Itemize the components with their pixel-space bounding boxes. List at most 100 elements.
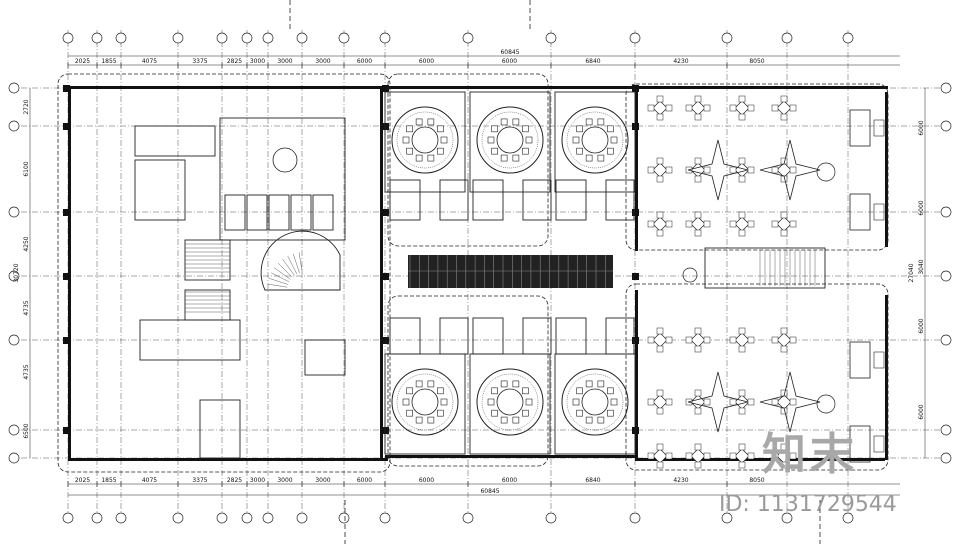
square-table <box>776 448 792 464</box>
column <box>63 427 70 434</box>
round-table-outline <box>561 106 629 174</box>
chair <box>747 166 755 174</box>
grid-bubble <box>296 32 308 44</box>
left-dim-label: 4735 <box>23 300 30 315</box>
grid-bubble <box>629 32 641 44</box>
top-dim-label: 6000 <box>419 58 434 65</box>
grid-bubble <box>842 512 854 524</box>
grid-bubble <box>781 512 793 524</box>
chair <box>665 166 673 174</box>
south-wall-left <box>68 458 388 461</box>
private-washroom <box>389 317 421 355</box>
chair <box>647 166 655 174</box>
column <box>63 123 70 130</box>
chair <box>738 211 746 219</box>
chair <box>415 416 423 424</box>
chair <box>738 157 746 165</box>
chair <box>656 157 664 165</box>
watermark-logo: 知末 <box>762 429 858 480</box>
grid-bubble <box>781 32 793 44</box>
chair <box>747 336 755 344</box>
grid-bubble <box>62 512 74 524</box>
chair <box>694 327 702 335</box>
square-table <box>652 332 668 348</box>
watermark-id: ID: 1131729544 <box>719 492 897 517</box>
chair <box>771 220 779 228</box>
grid-bubble <box>462 512 474 524</box>
grid-bubble <box>462 32 474 44</box>
bottom-dim-label: 6840 <box>585 477 600 484</box>
chair <box>656 327 664 335</box>
top-dim-label: 3375 <box>192 58 207 65</box>
round-table-pattern <box>566 373 624 431</box>
chair <box>647 220 655 228</box>
toilet-stall <box>268 194 290 231</box>
chair <box>694 389 702 397</box>
grid-bubble <box>940 206 952 218</box>
grid-bubble <box>241 512 253 524</box>
private-washroom <box>472 317 504 355</box>
round-table <box>496 126 524 154</box>
zone-private-north <box>387 73 549 247</box>
chair <box>440 398 448 406</box>
square-table <box>776 100 792 116</box>
grid-bubble <box>940 424 952 436</box>
chair <box>789 452 797 460</box>
grid-bubble <box>8 424 20 436</box>
round-table <box>496 388 524 416</box>
elevator <box>304 339 346 376</box>
square-table <box>734 162 750 178</box>
chair <box>729 398 737 406</box>
chair <box>738 113 746 121</box>
top-dim-label: 3000 <box>277 58 292 65</box>
round-table-pattern <box>396 373 454 431</box>
round-table-outline <box>561 368 629 436</box>
chair <box>789 220 797 228</box>
square-table <box>652 100 668 116</box>
storage-room <box>134 159 186 221</box>
chair <box>738 407 746 415</box>
column <box>382 273 389 280</box>
south-wall-mid <box>385 455 635 458</box>
round-table-outline <box>476 106 544 174</box>
column <box>382 85 389 92</box>
chair <box>597 154 605 162</box>
grid-bubble <box>940 270 952 282</box>
grid-bubble <box>115 512 127 524</box>
curved-stair-tread <box>282 259 295 276</box>
bottom-dim-label: 3000 <box>277 477 292 484</box>
chair <box>437 409 444 417</box>
bottom-dim-label: 3375 <box>192 477 207 484</box>
chair <box>585 154 593 162</box>
grid-bubble <box>8 334 20 346</box>
private-washroom <box>522 317 552 355</box>
column <box>632 209 639 216</box>
zone-private-south <box>387 295 549 467</box>
round-table-outline <box>476 368 544 436</box>
star-inlay <box>759 371 821 433</box>
chair <box>402 398 410 406</box>
chair <box>747 398 755 406</box>
column <box>632 337 639 344</box>
chair <box>729 166 737 174</box>
chair <box>738 389 746 397</box>
grid-bubble <box>91 32 103 44</box>
round-table <box>411 388 439 416</box>
chair <box>694 157 702 165</box>
sofa <box>849 425 871 463</box>
east-wall-bottom <box>885 295 888 460</box>
east-block-wall-top <box>635 86 638 251</box>
chair <box>694 407 702 415</box>
top-dim-label: 1855 <box>101 58 116 65</box>
column <box>63 337 70 344</box>
private-dining-room <box>384 353 466 455</box>
chair <box>440 136 448 144</box>
grid-bubble <box>940 120 952 132</box>
furniture <box>391 95 885 469</box>
right-dim-label: 6000 <box>918 200 925 215</box>
chair <box>406 387 413 395</box>
private-dining-room <box>554 353 636 455</box>
chair <box>576 125 583 133</box>
private-dining-room <box>469 91 551 193</box>
